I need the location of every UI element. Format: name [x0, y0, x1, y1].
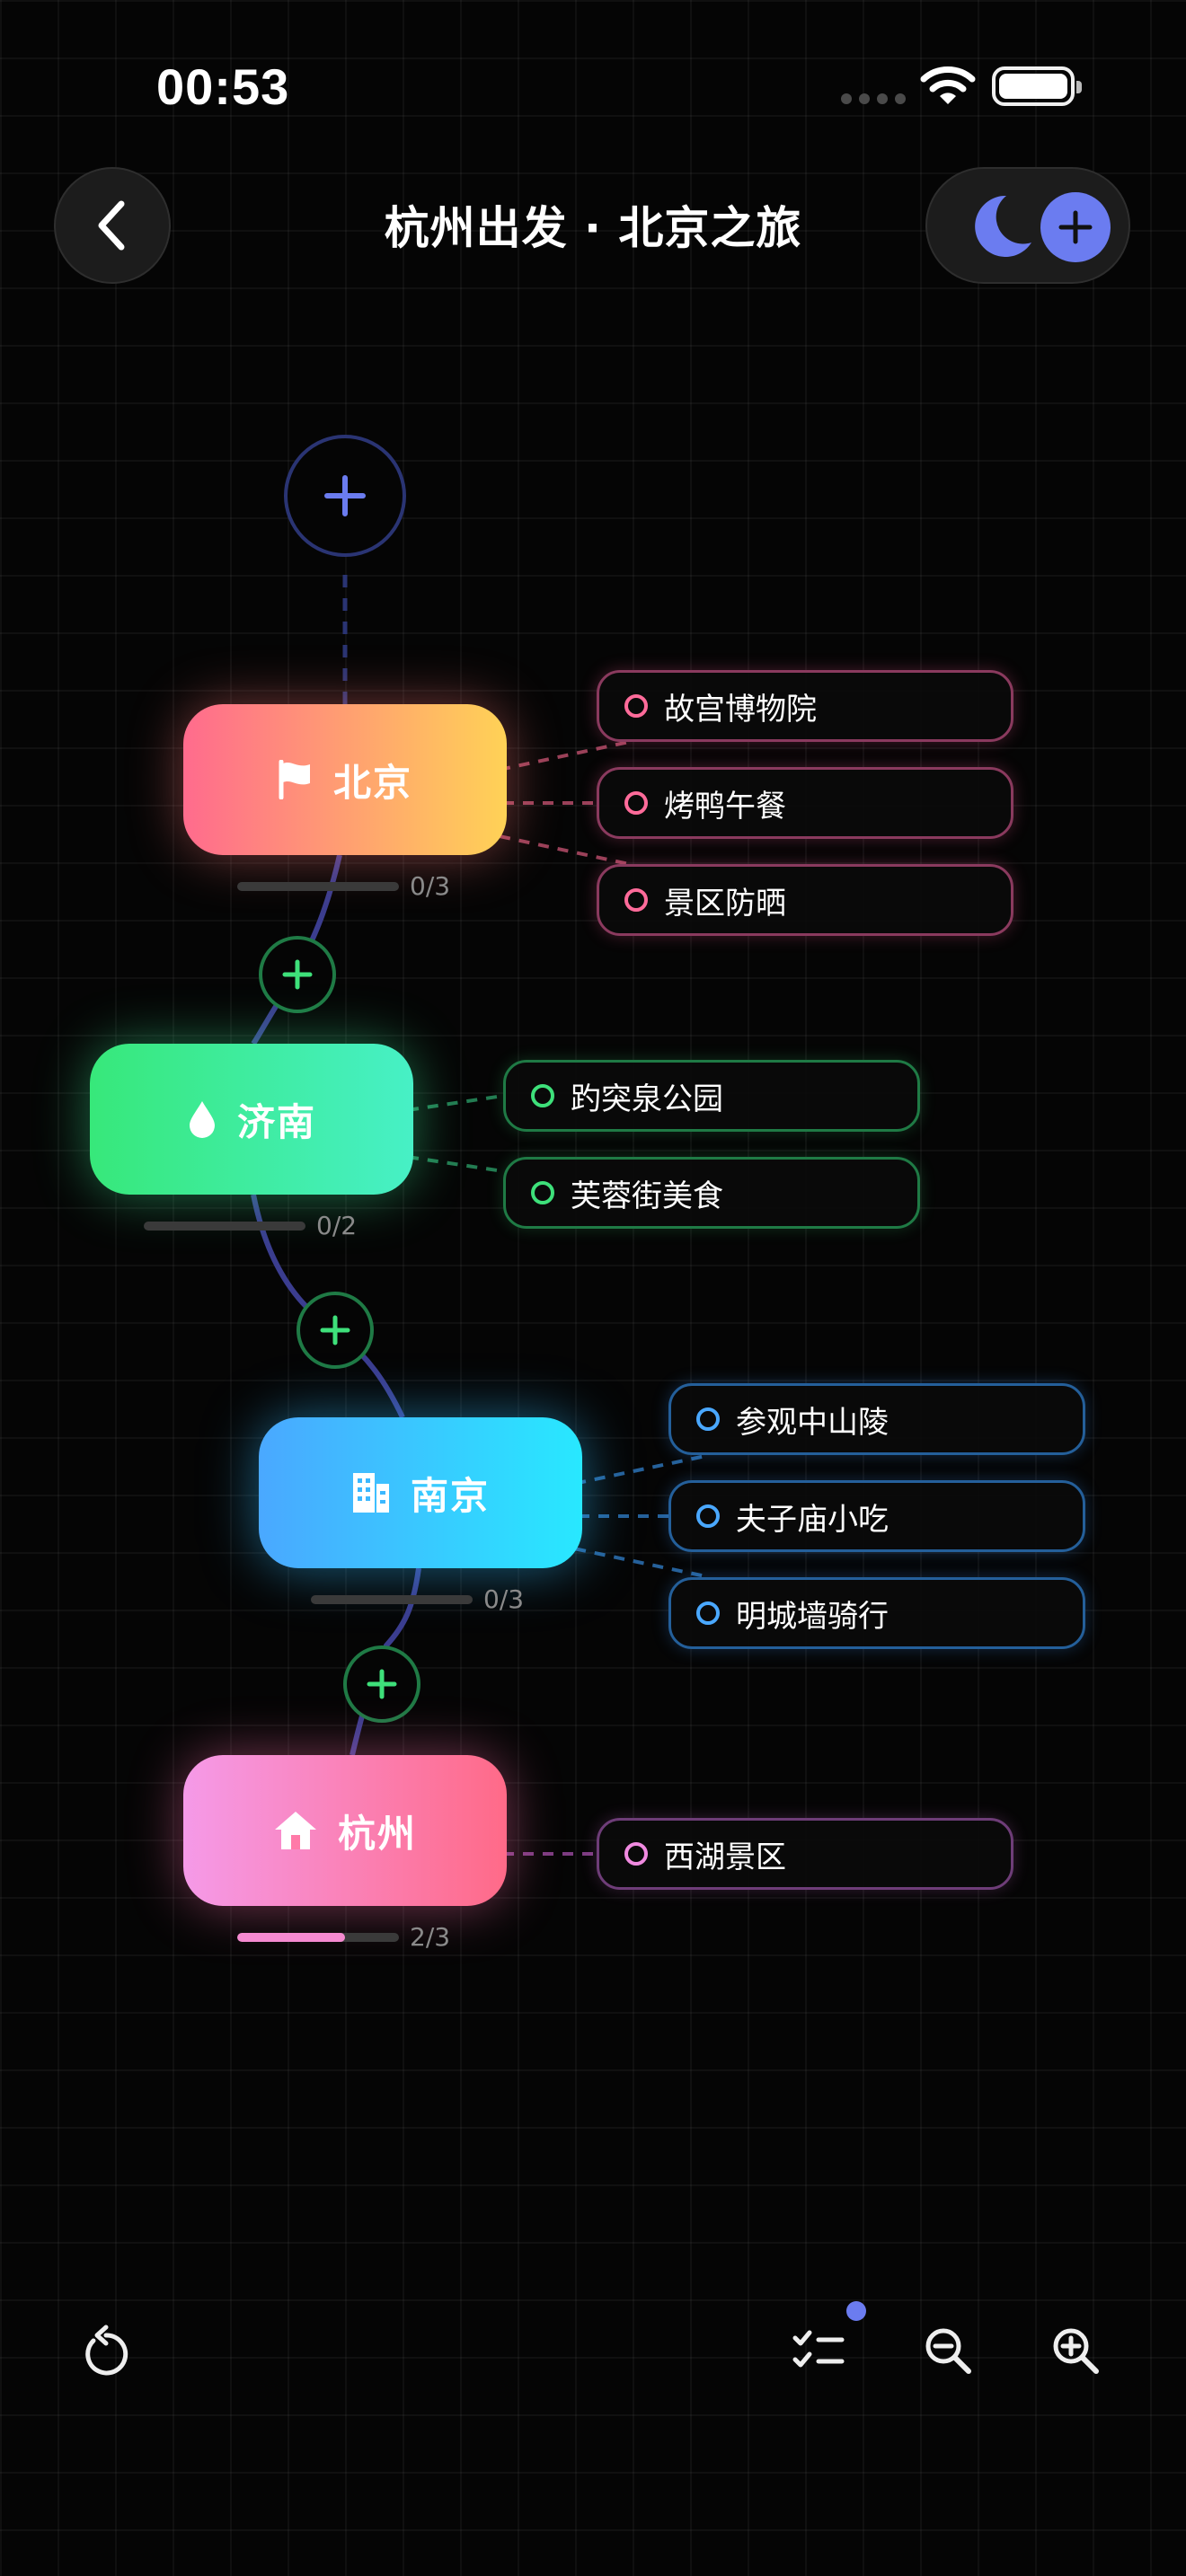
page-title: 杭州出发 · 北京之旅 — [384, 202, 802, 254]
add-stop-button[interactable] — [343, 1645, 420, 1723]
stop-name: 南京 — [410, 1473, 490, 1518]
stop-progress-text: 2/3 — [410, 1922, 451, 1952]
zoom-out-icon — [925, 2328, 971, 2374]
building-icon — [352, 1473, 389, 1513]
checklist-item[interactable]: 参观中山陵 — [668, 1383, 1085, 1455]
home-icon — [274, 1812, 316, 1849]
zoom-in-icon — [1053, 2328, 1099, 2374]
status-time: 00:53 — [156, 58, 290, 115]
checkbox-icon — [531, 1084, 554, 1107]
plus-icon — [282, 959, 313, 990]
checklist-item[interactable]: 故宫博物院 — [597, 670, 1013, 742]
stop-node-jinan[interactable]: 济南 — [90, 1044, 413, 1195]
checkbox-icon — [696, 1407, 720, 1431]
dark-mode-toggle[interactable] — [967, 190, 1035, 262]
checkbox-icon — [696, 1504, 720, 1528]
checklist-item[interactable]: 景区防晒 — [597, 864, 1013, 936]
header-actions — [925, 167, 1130, 284]
checkbox-icon — [624, 791, 648, 815]
add-stop-button[interactable] — [259, 936, 336, 1013]
stop-progress-text: 0/2 — [316, 1211, 358, 1240]
stop-progress-text: 0/3 — [483, 1584, 525, 1614]
plus-icon — [1058, 210, 1093, 244]
wifi-icon — [920, 66, 976, 104]
stop-node-hangzhou[interactable]: 杭州 — [183, 1755, 507, 1906]
add-stop-top-button[interactable] — [284, 435, 406, 557]
plus-icon — [324, 475, 366, 516]
undo-icon — [85, 2325, 128, 2376]
water-drop-icon — [189, 1101, 215, 1138]
plus-icon — [320, 1315, 350, 1345]
zoom-in-button[interactable] — [1035, 2310, 1116, 2391]
checklist-item[interactable]: 夫子庙小吃 — [668, 1480, 1085, 1552]
checkbox-icon — [531, 1181, 554, 1204]
checklist-item[interactable]: 趵突泉公园 — [503, 1060, 920, 1132]
stop-progress-bar — [237, 882, 399, 891]
cellular-signal-icon — [841, 93, 906, 104]
stop-progress-bar — [237, 1933, 399, 1942]
checklist-button[interactable] — [778, 2310, 859, 2391]
stop-name: 北京 — [332, 760, 412, 805]
checklist-item[interactable]: 烤鸭午餐 — [597, 767, 1013, 839]
back-button[interactable] — [54, 167, 171, 284]
zoom-out-button[interactable] — [907, 2310, 988, 2391]
stop-name: 杭州 — [337, 1811, 417, 1856]
undo-button[interactable] — [66, 2310, 147, 2391]
stop-progress-text: 0/3 — [410, 871, 451, 901]
checklist-item[interactable]: 芙蓉街美食 — [503, 1157, 920, 1229]
battery-icon — [992, 66, 1082, 106]
chevron-left-icon — [98, 200, 125, 251]
plus-icon — [367, 1669, 397, 1699]
checklist-item[interactable]: 西湖景区 — [597, 1818, 1013, 1890]
checklist-icon — [792, 2330, 845, 2368]
stop-node-beijing[interactable]: 北京 — [183, 704, 507, 855]
stop-node-nanjing[interactable]: 南京 — [259, 1417, 582, 1568]
notification-badge — [846, 2301, 866, 2321]
checkbox-icon — [624, 1842, 648, 1866]
checkbox-icon — [696, 1601, 720, 1625]
checkbox-icon — [624, 888, 648, 912]
stop-progress-bar — [144, 1222, 305, 1231]
stop-name: 济南 — [236, 1099, 316, 1144]
add-stop-button[interactable] — [296, 1292, 374, 1369]
flag-icon — [279, 760, 310, 799]
stop-progress-bar — [311, 1595, 473, 1604]
checkbox-icon — [624, 694, 648, 718]
add-button[interactable] — [1040, 192, 1111, 262]
checklist-item[interactable]: 明城墙骑行 — [668, 1577, 1085, 1649]
